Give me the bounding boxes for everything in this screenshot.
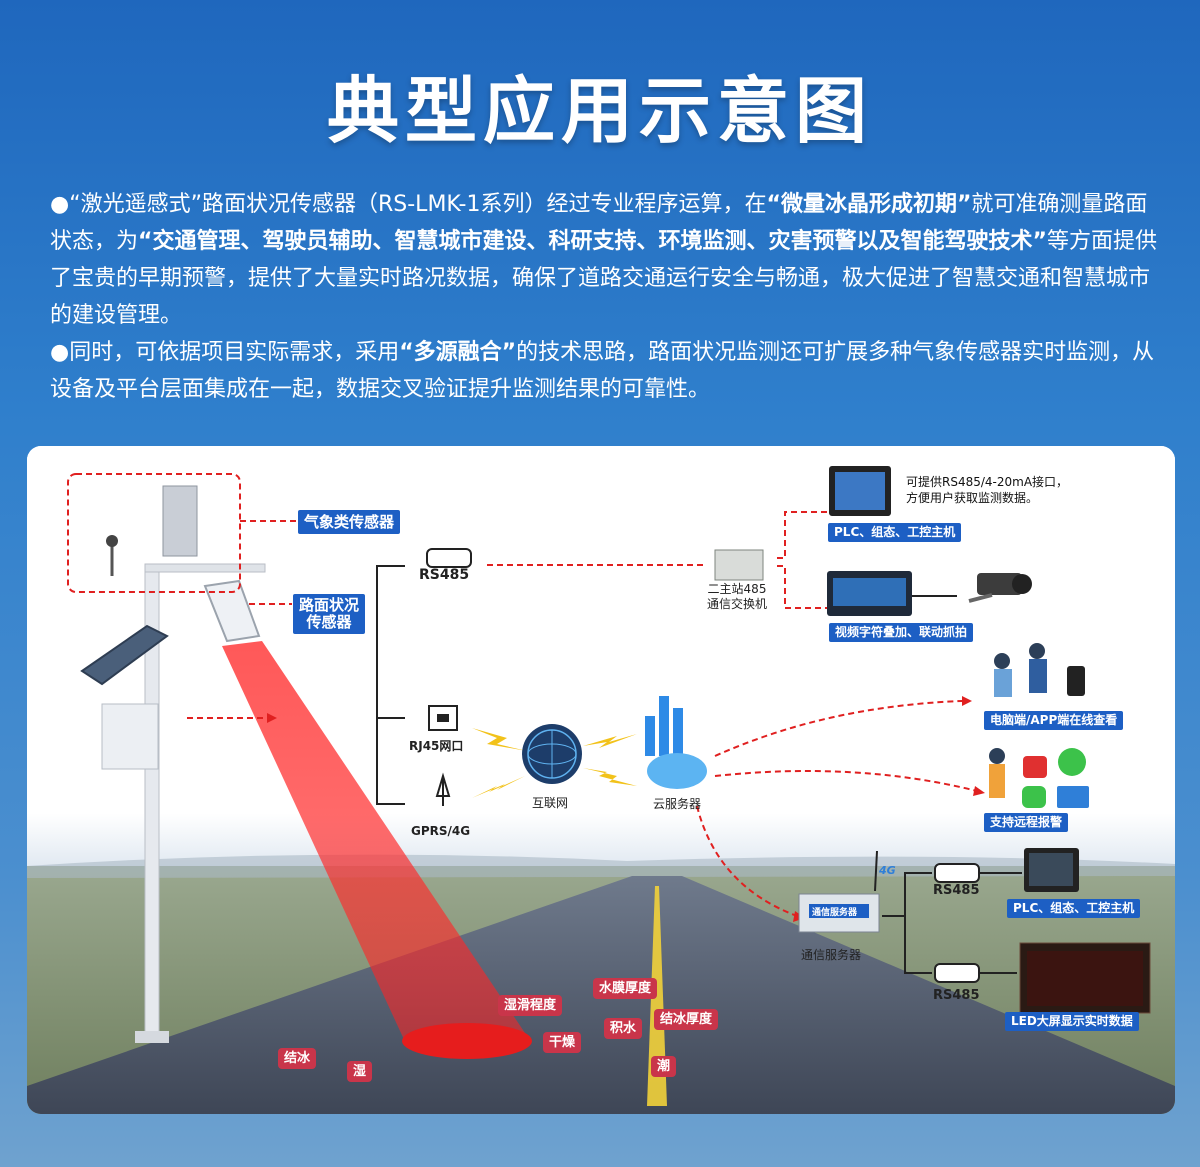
application-diagram-panel: 气象类传感器 路面状况传感器 RS485 RJ45网口 GPRS/4G 互联网 … xyxy=(27,446,1175,1114)
rs485-label-right-2: RS485 xyxy=(933,988,980,1003)
intro-text: ●“激光遥感式”路面状况传感器（RS-LMK-1系列）经过专业程序运算，在“微量… xyxy=(50,186,1160,408)
road-state-tag: 结冰厚度 xyxy=(654,1009,719,1030)
rs485-label-right-1: RS485 xyxy=(933,883,980,898)
remote-alarm-tag: 支持远程报警 xyxy=(984,813,1069,832)
road-state-tag: 结冰 xyxy=(278,1048,317,1069)
rj45-label: RJ45网口 xyxy=(409,739,464,753)
road-state-tag: 积水 xyxy=(604,1018,643,1039)
road-state-tag: 潮 xyxy=(651,1056,677,1077)
comm-server-label: 通信服务器 xyxy=(801,948,862,962)
road-state-tag: 干燥 xyxy=(543,1032,582,1053)
intro-paragraph-2: ●同时，可依据项目实际需求，采用“多源融合”的技术思路，路面状况监测还可扩展多种… xyxy=(50,340,1155,402)
road-state-tag: 水膜厚度 xyxy=(593,978,658,999)
video-overlay-tag: 视频字符叠加、联动抓拍 xyxy=(829,623,974,642)
page-title: 典型应用示意图 xyxy=(326,69,873,153)
internet-label: 互联网 xyxy=(532,796,569,810)
intro-paragraph-1: ●“激光遥感式”路面状况传感器（RS-LMK-1系列）经过专业程序运算，在“微量… xyxy=(50,192,1157,328)
badge-4g: 4G xyxy=(879,864,896,877)
led-screen-tag: LED大屏显示实时数据 xyxy=(1005,1012,1139,1031)
comm-server-panel-text: 通信服务器 xyxy=(812,908,858,918)
gprs-label: GPRS/4G xyxy=(411,824,471,838)
rs485-label-top: RS485 xyxy=(419,567,470,583)
cloud-server-label: 云服务器 xyxy=(653,797,702,811)
road-scene xyxy=(27,446,1175,1114)
plc-tag-top: PLC、组态、工控主机 xyxy=(828,523,962,542)
plc-tag-bottom: PLC、组态、工控主机 xyxy=(1007,899,1141,918)
road-state-tag: 湿 xyxy=(347,1061,373,1082)
plc-note: 可提供RS485/4-20mA接口，方便用户获取监测数据。 xyxy=(906,475,1069,505)
road-sensor-tag: 路面状况传感器 xyxy=(293,594,366,634)
road-state-tag: 湿滑程度 xyxy=(498,995,563,1016)
app-view-tag: 电脑端/APP端在线查看 xyxy=(984,711,1124,730)
weather-sensor-tag: 气象类传感器 xyxy=(298,510,401,534)
